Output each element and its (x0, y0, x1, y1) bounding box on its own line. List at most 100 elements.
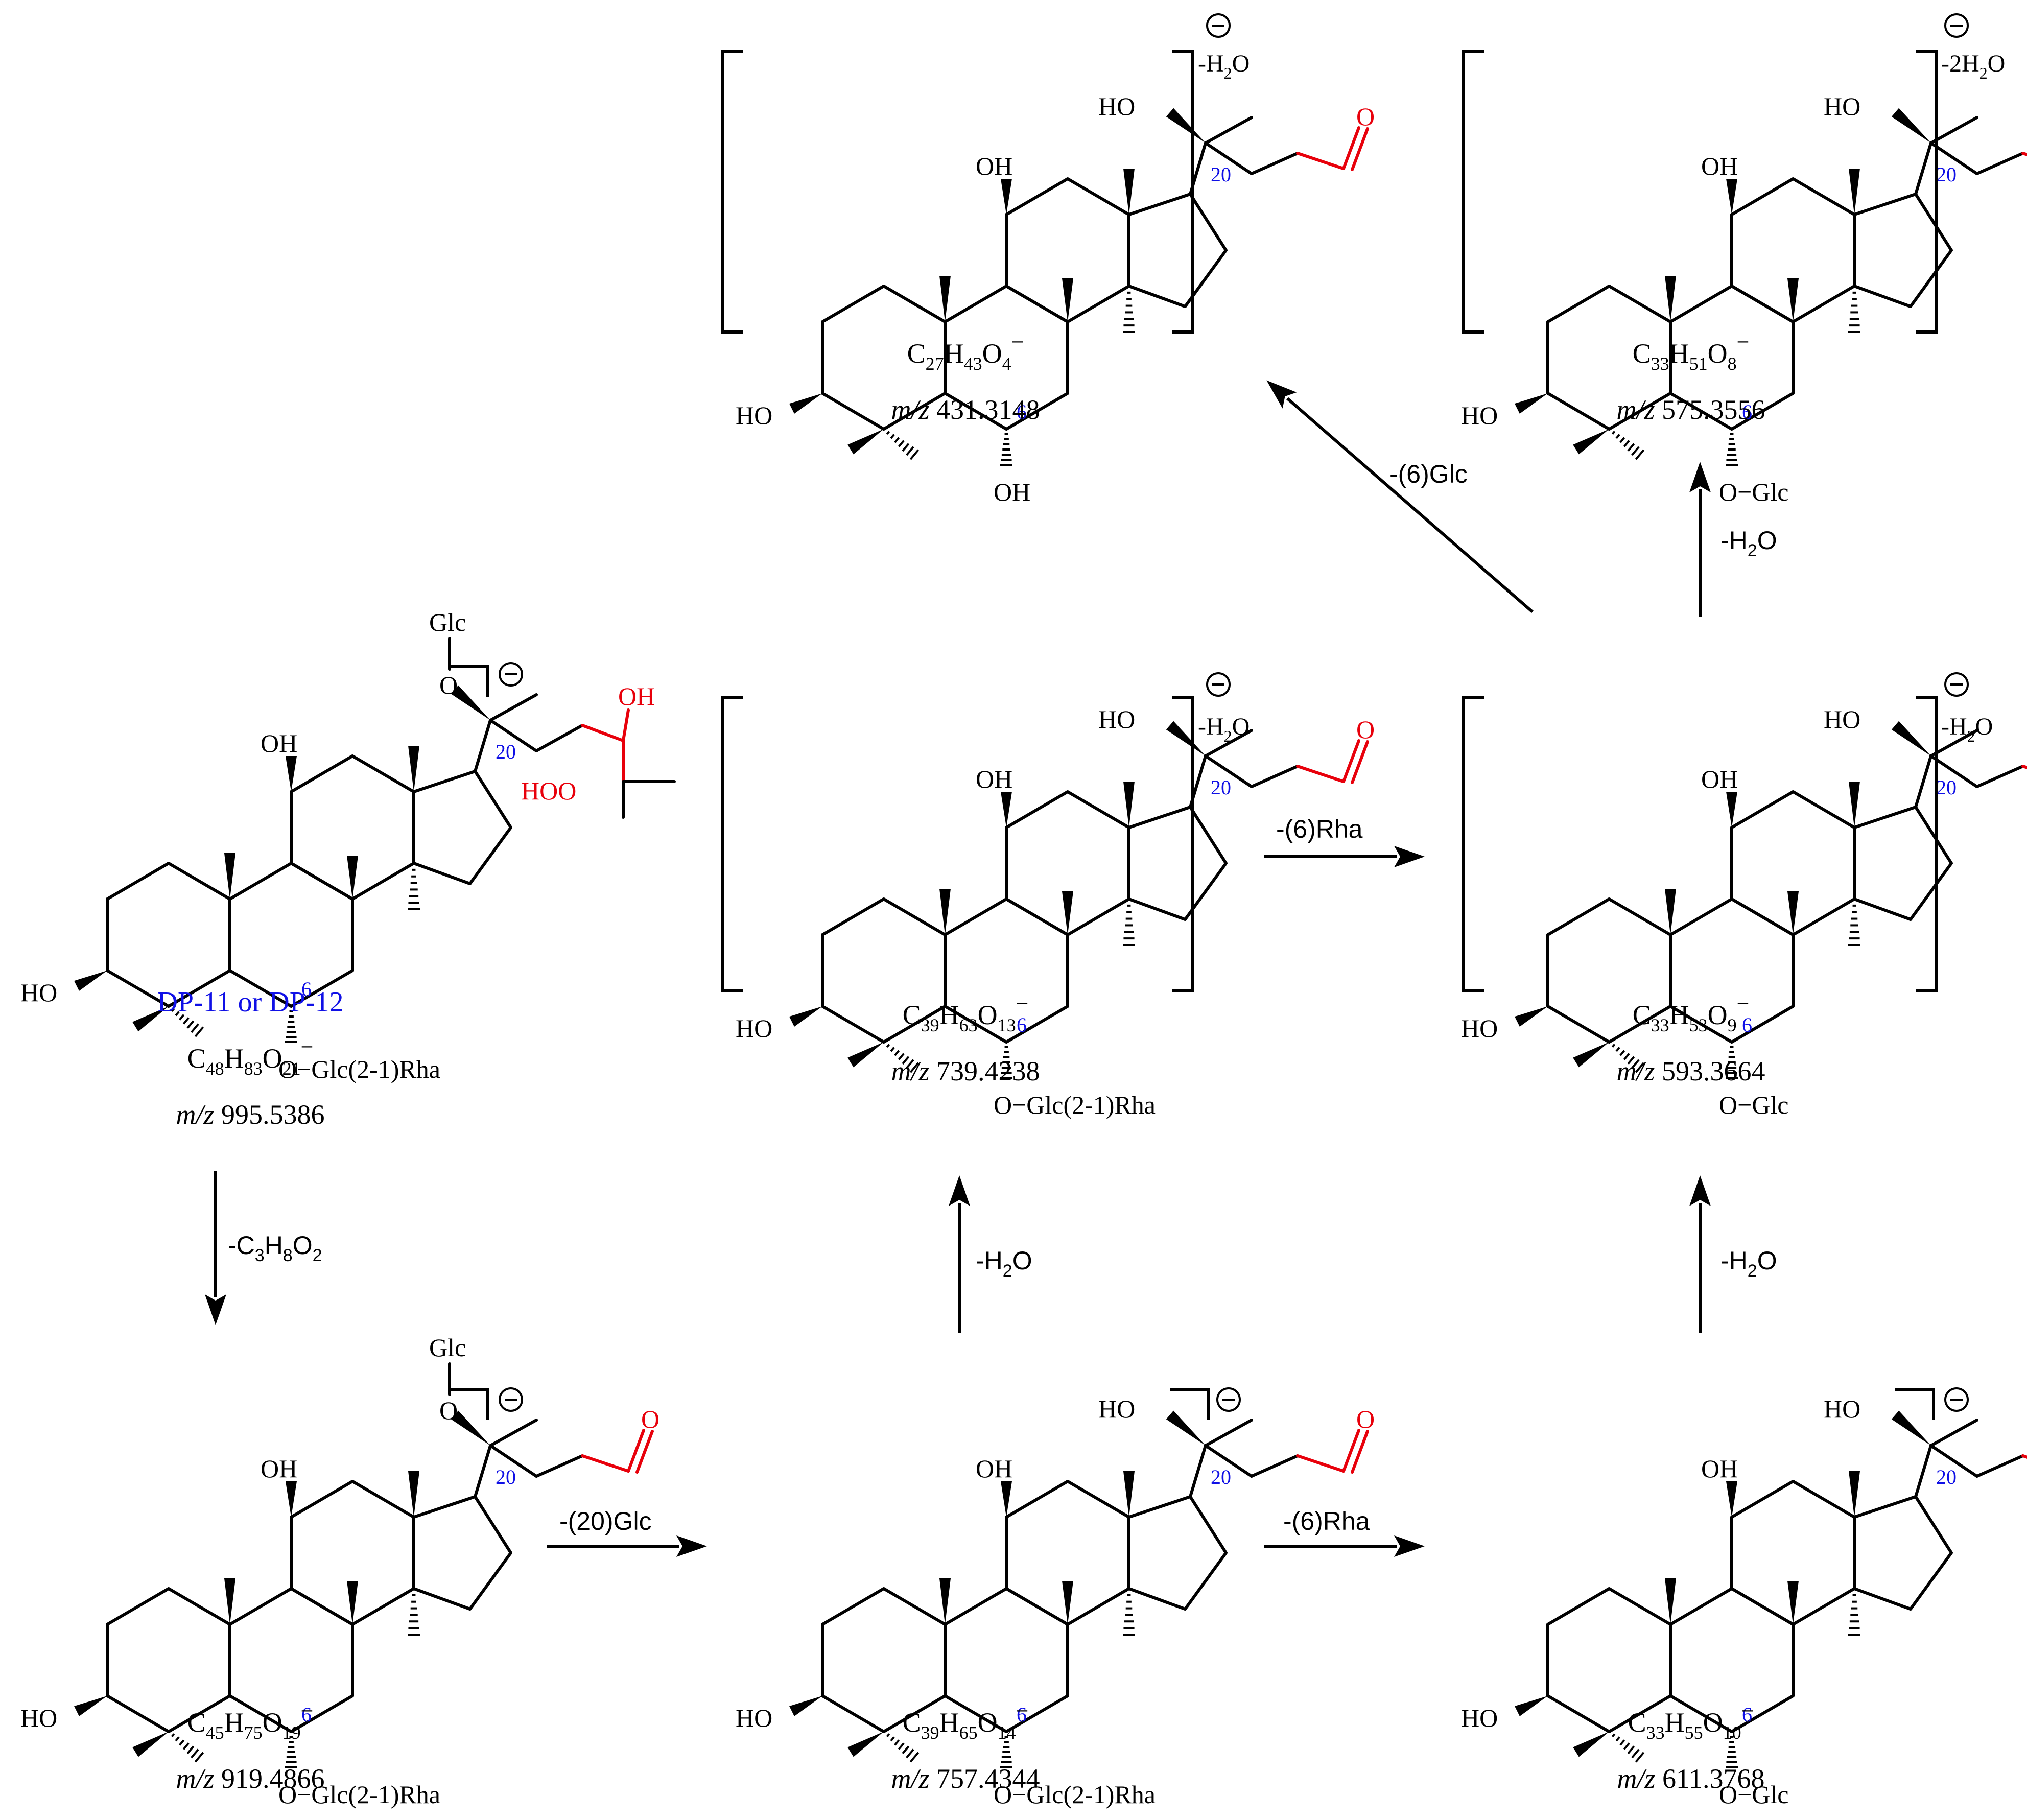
hydroxyl-20: HO (1098, 1394, 1135, 1423)
aldehyde-oxygen: O (1356, 715, 1375, 744)
molecular-formula: C48H83O21− (187, 1034, 314, 1079)
wedge-bond (286, 756, 297, 792)
locant-6: 6 (1017, 1013, 1027, 1036)
bracket-left (721, 696, 743, 992)
bond (1342, 126, 1360, 170)
hydroperoxy-25: HOO (521, 776, 576, 805)
wedge-bond (1573, 1042, 1609, 1068)
bond (1914, 1444, 1932, 1498)
locant-6: 6 (1742, 1013, 1752, 1036)
aldehyde-oxygen: O (1356, 1405, 1375, 1433)
hash-bond (171, 1008, 204, 1037)
wedge-bond (74, 1696, 107, 1716)
bond (1929, 1419, 1978, 1447)
wedge-bond (1891, 721, 1931, 756)
wedge-bond (847, 429, 884, 455)
water-loss-suffix: -H2O (1941, 713, 1993, 745)
wedge-bond (1665, 1578, 1676, 1624)
locant-6: 6 (1742, 1703, 1752, 1726)
wedge-bond (347, 856, 358, 899)
bond (1250, 1454, 1299, 1478)
wedge-bond (1849, 1471, 1860, 1517)
substituent-6: O−Glc (1719, 478, 1789, 506)
bond (1189, 1444, 1207, 1498)
water-loss-suffix: -2H2O (1941, 50, 2005, 82)
bond (1342, 1429, 1360, 1473)
locant-6: 6 (1742, 400, 1752, 423)
bond (1296, 152, 1345, 170)
molecular-formula: C39H65O14− (903, 1698, 1029, 1743)
bond (1929, 1444, 1978, 1478)
wedge-bond (1891, 108, 1931, 143)
bond (489, 1444, 538, 1478)
hydroxyl-12: OH (261, 729, 297, 758)
bond (535, 1454, 584, 1478)
hash-bond (408, 1594, 420, 1636)
wedge-bond (1001, 792, 1012, 828)
wedge-bond (847, 1042, 884, 1068)
mz-value: m/z 995.5386 (176, 1099, 324, 1130)
wedge-bond (1665, 889, 1676, 935)
hydroxyl-20: HO (1098, 92, 1135, 121)
bond (1975, 152, 2024, 175)
arrow-label-c3h8o2: -C3H8O2 (228, 1231, 322, 1265)
locant-6: 6 (1017, 400, 1027, 423)
wedge-bond (451, 1410, 490, 1446)
wedge-bond (1062, 891, 1073, 935)
hydroxyl-3: HO (20, 1704, 57, 1732)
hydroxyl-3: HO (1461, 401, 1498, 430)
ring (1853, 193, 1953, 308)
bond (1250, 152, 1299, 175)
bond (1250, 765, 1299, 788)
bond (1351, 1430, 1369, 1474)
bond (1204, 729, 1253, 758)
bond (1342, 739, 1360, 783)
hash-bond (1726, 433, 1738, 466)
water-loss-suffix: -H2O (1198, 713, 1250, 745)
ring (106, 862, 231, 1008)
ring (412, 770, 512, 885)
wedge-bond (132, 1732, 169, 1757)
hydroxyl-12: OH (1701, 152, 1738, 180)
wedge-bond (451, 685, 490, 720)
bond (627, 1429, 645, 1473)
arrow-loss-20-glc: -(20)Glc (547, 1507, 707, 1557)
negative-charge-icon (1944, 672, 1969, 697)
negative-charge-icon (499, 662, 523, 687)
wedge-bond (1787, 1581, 1799, 1624)
wedge-bond (74, 971, 107, 991)
arrow-label-h2o-611: -H2O (1720, 1246, 1777, 1281)
wedge-bond (1726, 1481, 1737, 1517)
bracket-left (721, 50, 743, 334)
glucose-20: Glc (429, 1333, 466, 1362)
charge-bracket (450, 1388, 489, 1420)
wedge-bond (939, 889, 951, 935)
wedge-bond (224, 853, 235, 899)
ring (228, 862, 354, 1008)
bond (1975, 1454, 2024, 1478)
molecular-formula: C33H51O8− (1633, 329, 1750, 374)
negative-charge-icon (1206, 672, 1231, 697)
wedge-bond (1166, 721, 1206, 756)
hash-bond (1726, 1736, 1738, 1768)
wedge-bond (1849, 782, 1860, 828)
arrow-loss-h2o-593: -H2O (1689, 462, 1777, 617)
compound-name: DP-11 or DP-12 (157, 986, 343, 1018)
ring (1546, 1587, 1672, 1733)
bond (1351, 127, 1369, 171)
ring (944, 1587, 1069, 1733)
arrow-loss-h2o-611: -H2O (1689, 1175, 1777, 1333)
hash-bond (1000, 1046, 1012, 1079)
wedge-bond (1123, 1471, 1135, 1517)
bracket-right (1172, 50, 1194, 334)
wedge-bond (1573, 1732, 1609, 1757)
bond (474, 719, 492, 773)
hash-bond (171, 1733, 204, 1763)
hash-bond (886, 1044, 920, 1073)
bond (1929, 141, 1978, 175)
hash-bond (886, 1733, 920, 1763)
bond (1204, 1419, 1253, 1447)
water-loss-suffix: -H2O (1198, 50, 1250, 82)
wedge-bond (408, 746, 419, 792)
